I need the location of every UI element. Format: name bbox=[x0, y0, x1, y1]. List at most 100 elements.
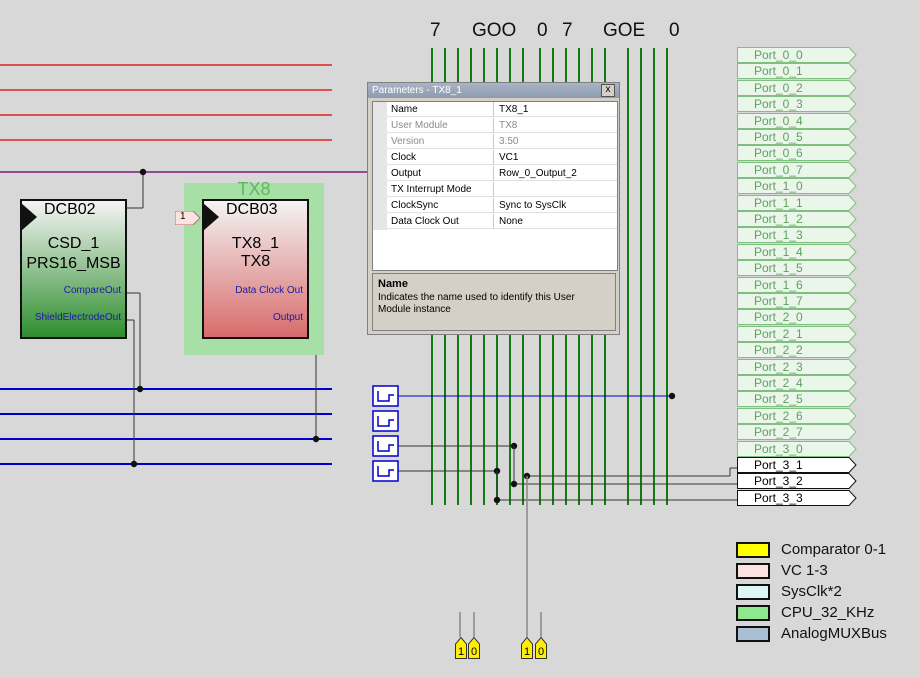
param-value[interactable]: None bbox=[494, 214, 617, 229]
port-port-2-6[interactable]: Port_2_6 bbox=[737, 407, 857, 424]
legend-label: AnalogMUXBus bbox=[781, 625, 887, 642]
window-title-bar[interactable]: Parameters - TX8_1 x bbox=[368, 83, 619, 98]
row-gutter bbox=[373, 166, 387, 182]
global-bus-label: 7 bbox=[562, 20, 573, 41]
lut-icon bbox=[377, 466, 394, 477]
legend-swatch bbox=[736, 563, 770, 579]
lut-box[interactable] bbox=[372, 435, 399, 457]
global-bus-label: 0 bbox=[537, 20, 548, 41]
interrupt-flag-label: 1 bbox=[180, 211, 186, 222]
port-port-1-3[interactable]: Port_1_3 bbox=[737, 227, 857, 244]
description-text: Indicates the name used to identify this… bbox=[378, 292, 575, 315]
port-port-0-2[interactable]: Port_0_2 bbox=[737, 79, 857, 96]
port-port-2-5[interactable]: Port_2_5 bbox=[737, 391, 857, 408]
port-port-2-3[interactable]: Port_2_3 bbox=[737, 358, 857, 375]
junction-dot bbox=[130, 460, 138, 468]
param-row[interactable]: TX Interrupt Mode bbox=[373, 182, 617, 198]
port-port-3-3[interactable]: Port_3_3 bbox=[737, 489, 857, 506]
block-name: DCB02 bbox=[44, 201, 96, 218]
global-bus-label: 7 bbox=[430, 20, 441, 41]
param-key: Name bbox=[387, 102, 494, 117]
port-port-0-1[interactable]: Port_0_1 bbox=[737, 63, 857, 80]
port-port-3-0[interactable]: Port_3_0 bbox=[737, 440, 857, 457]
port-port-1-0[interactable]: Port_1_0 bbox=[737, 178, 857, 195]
shield-electrode-out-pin[interactable]: ShieldElectrodeOut bbox=[34, 312, 121, 323]
port-port-3-2[interactable]: Port_3_2 bbox=[737, 473, 857, 490]
param-value[interactable]: TX8_1 bbox=[494, 102, 617, 117]
io-pin[interactable]: 0 bbox=[535, 636, 547, 659]
port-port-0-3[interactable]: Port_0_3 bbox=[737, 96, 857, 113]
port-label: Port_2_6 bbox=[754, 408, 803, 423]
lut-box[interactable] bbox=[372, 460, 399, 482]
port-port-2-4[interactable]: Port_2_4 bbox=[737, 375, 857, 391]
param-value[interactable]: VC1 bbox=[494, 150, 617, 165]
io-pin[interactable]: 1 bbox=[455, 636, 467, 659]
port-port-0-4[interactable]: Port_0_4 bbox=[737, 112, 857, 129]
param-key: Output bbox=[387, 166, 494, 181]
compare-out-pin[interactable]: CompareOut bbox=[63, 285, 121, 296]
io-pin[interactable]: 1 bbox=[521, 636, 533, 659]
port-label: Port_1_7 bbox=[754, 294, 803, 308]
port-label: Port_3_1 bbox=[754, 458, 803, 472]
port-label: Port_2_1 bbox=[754, 326, 803, 341]
lut-box[interactable] bbox=[372, 410, 399, 432]
param-value: TX8 bbox=[494, 118, 617, 133]
port-port-1-5[interactable]: Port_1_5 bbox=[737, 260, 857, 277]
port-port-3-1[interactable]: Port_3_1 bbox=[737, 457, 857, 473]
connection-wires bbox=[127, 168, 737, 637]
row-gutter bbox=[373, 182, 387, 198]
port-port-1-6[interactable]: Port_1_6 bbox=[737, 276, 857, 293]
port-port-1-2[interactable]: Port_1_2 bbox=[737, 211, 857, 227]
port-port-2-7[interactable]: Port_2_7 bbox=[737, 424, 857, 441]
dcb03-block[interactable]: DCB03 TX8_1 TX8 Data Clock Out Output bbox=[202, 199, 309, 339]
port-label: Port_2_2 bbox=[754, 343, 803, 358]
io-pin[interactable]: 0 bbox=[468, 636, 480, 659]
port-label: Port_1_5 bbox=[754, 261, 803, 276]
port-port-1-7[interactable]: Port_1_7 bbox=[737, 293, 857, 309]
port-label: Port_1_4 bbox=[754, 244, 803, 259]
port-label: Port_0_0 bbox=[754, 48, 803, 62]
legend-label: SysClk*2 bbox=[781, 583, 842, 600]
port-port-0-6[interactable]: Port_0_6 bbox=[737, 145, 857, 162]
port-label: Port_0_4 bbox=[754, 113, 803, 128]
port-port-1-1[interactable]: Port_1_1 bbox=[737, 194, 857, 211]
close-icon[interactable]: x bbox=[601, 84, 615, 97]
param-value[interactable]: Row_0_Output_2 bbox=[494, 166, 617, 181]
interrupt-flag[interactable]: 1 bbox=[174, 210, 201, 226]
port-label: Port_1_6 bbox=[754, 277, 803, 292]
port-label: Port_0_5 bbox=[754, 130, 803, 144]
tx8-module-title: TX8 bbox=[237, 179, 271, 199]
port-port-2-2[interactable]: Port_2_2 bbox=[737, 342, 857, 359]
legend-swatch bbox=[736, 626, 770, 642]
param-key: Version bbox=[387, 134, 494, 149]
description-title: Name bbox=[378, 278, 408, 290]
port-port-0-5[interactable]: Port_0_5 bbox=[737, 129, 857, 145]
output-pin[interactable]: Output bbox=[272, 312, 303, 323]
junction-dot bbox=[493, 496, 501, 504]
dcb02-block[interactable]: DCB02 CSD_1 PRS16_MSB CompareOut ShieldE… bbox=[20, 199, 127, 339]
lut-box[interactable] bbox=[372, 385, 399, 407]
param-value[interactable]: Sync to SysClk bbox=[494, 198, 617, 213]
port-label: Port_3_0 bbox=[754, 441, 803, 456]
row-gutter bbox=[373, 102, 387, 118]
port-port-2-0[interactable]: Port_2_0 bbox=[737, 309, 857, 326]
port-port-1-4[interactable]: Port_1_4 bbox=[737, 243, 857, 260]
data-clock-out-pin[interactable]: Data Clock Out bbox=[235, 285, 303, 296]
param-value[interactable] bbox=[494, 182, 617, 197]
legend-swatch bbox=[736, 605, 770, 621]
port-label: Port_2_3 bbox=[754, 359, 803, 374]
param-key: Data Clock Out bbox=[387, 214, 494, 229]
port-port-0-0[interactable]: Port_0_0 bbox=[737, 47, 857, 63]
port-port-0-7[interactable]: Port_0_7 bbox=[737, 161, 857, 178]
port-port-2-1[interactable]: Port_2_1 bbox=[737, 325, 857, 342]
module-instance-name: CSD_1 bbox=[47, 235, 100, 252]
